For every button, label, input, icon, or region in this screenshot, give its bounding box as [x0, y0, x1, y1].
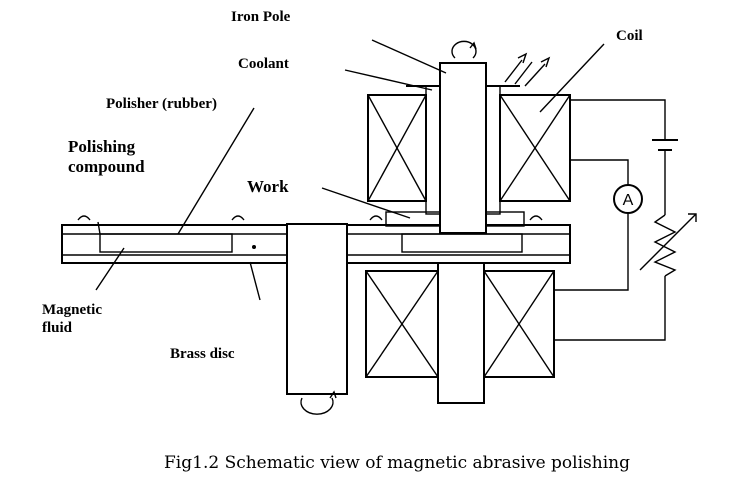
iron-pole — [439, 40, 487, 234]
iron-pole-label: Iron Pole — [231, 9, 291, 25]
coolant-arrows — [504, 52, 551, 87]
circuit-wires — [554, 99, 697, 341]
polishing-compound-label-2: compound — [68, 157, 145, 176]
magnetic-fluid-label-1: Magnetic — [42, 302, 102, 318]
lower-coil — [365, 262, 555, 404]
magnetic-fluid-label-2: fluid — [42, 320, 73, 336]
ammeter-label: A — [623, 192, 634, 209]
ammeter: A — [613, 184, 643, 214]
leader-lines — [95, 39, 605, 301]
coolant-label: Coolant — [238, 56, 289, 72]
polisher-label: Polisher (rubber) — [106, 96, 217, 112]
lower-shaft — [286, 223, 348, 415]
figure-caption: Fig1.2 Schematic view of magnetic abrasi… — [164, 453, 630, 473]
coil-label: Coil — [616, 28, 643, 44]
polishing-compound — [77, 215, 245, 253]
brass-disc-label: Brass disc — [170, 346, 235, 362]
polishing-compound-label-1: Polishing — [68, 137, 136, 156]
work-label: Work — [247, 177, 289, 196]
